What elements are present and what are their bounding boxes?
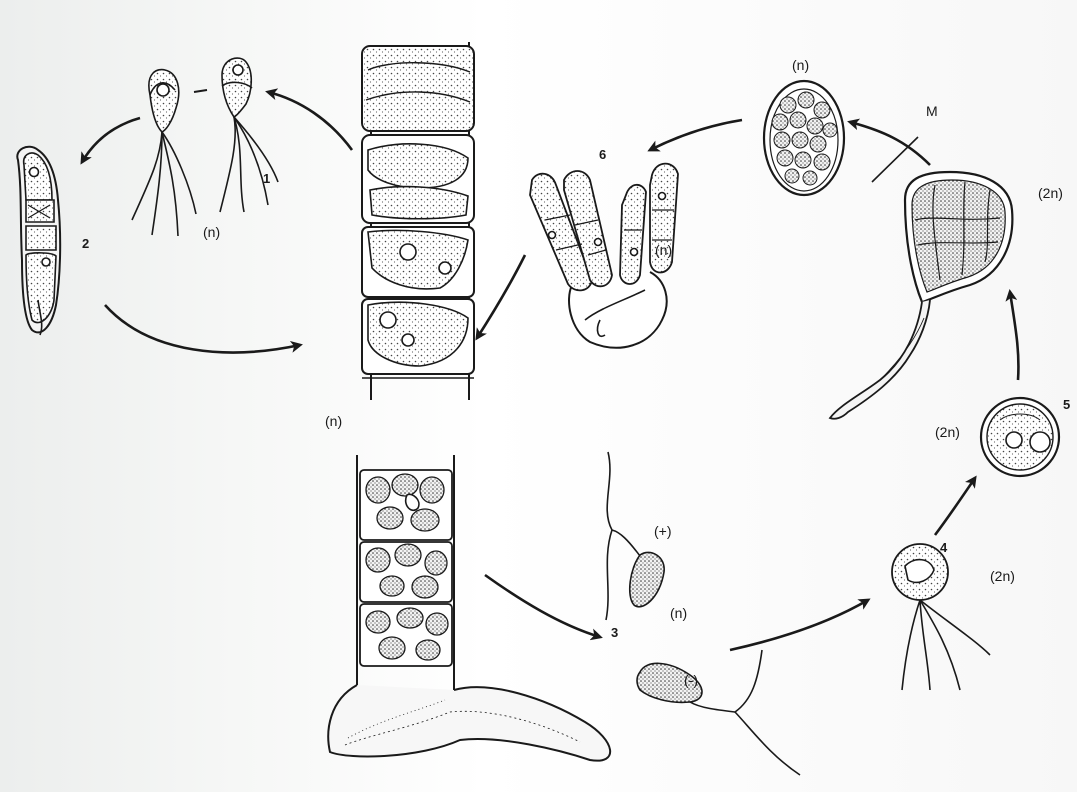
label-2n-sporophyte: (2n) [1038, 186, 1063, 200]
label-2n-zygote: (2n) [990, 569, 1015, 583]
arrow-filament-to-gametes [485, 575, 600, 637]
label-minus-gamete: (-) [684, 673, 698, 687]
label-step-6: 6 [599, 148, 606, 161]
label-step-2: 2 [82, 237, 89, 250]
germling [17, 147, 60, 335]
arrow-zoospore-to-germling [82, 118, 140, 162]
arrow-sporophyte-to-spores [850, 122, 930, 165]
label-n-zoospores: (n) [203, 225, 220, 239]
vegetative-filament [362, 42, 474, 400]
arrow-spores-to-germinating [650, 120, 742, 150]
label-plus-gamete: (+) [654, 524, 672, 538]
label-step-4: 4 [940, 541, 947, 554]
gamete-minus [637, 650, 800, 775]
label-step-5: 5 [1063, 398, 1070, 411]
sporophyte-sac [830, 172, 1012, 419]
label-2n-cyst: (2n) [935, 425, 960, 439]
arrow-cyst-to-sporophyte [1010, 292, 1018, 380]
label-meiosis: M [926, 104, 938, 118]
biflagellate-zygote [892, 544, 990, 690]
label-step-3: 3 [611, 626, 618, 639]
label-n-spores: (n) [792, 58, 809, 72]
gametangial-filament [328, 455, 610, 761]
arrow-gametes-to-zygote [730, 600, 868, 650]
arrow-zygote-to-cyst [935, 478, 975, 535]
label-step-1: 1 [263, 172, 270, 185]
zoospore-right [220, 58, 278, 212]
meiosis-line [872, 137, 918, 182]
spore-mother-cell [764, 81, 844, 195]
arrow-germinating-to-filament [477, 255, 525, 338]
arrow-filament-to-zoospore [268, 92, 352, 150]
label-n-germling: (n) [655, 243, 672, 257]
zoospore-left [132, 70, 196, 236]
zygote-cyst [981, 398, 1059, 476]
label-n-gamete: (n) [670, 606, 687, 620]
arrow-germling-to-filament [105, 305, 300, 352]
label-n-filament: (n) [325, 414, 342, 428]
